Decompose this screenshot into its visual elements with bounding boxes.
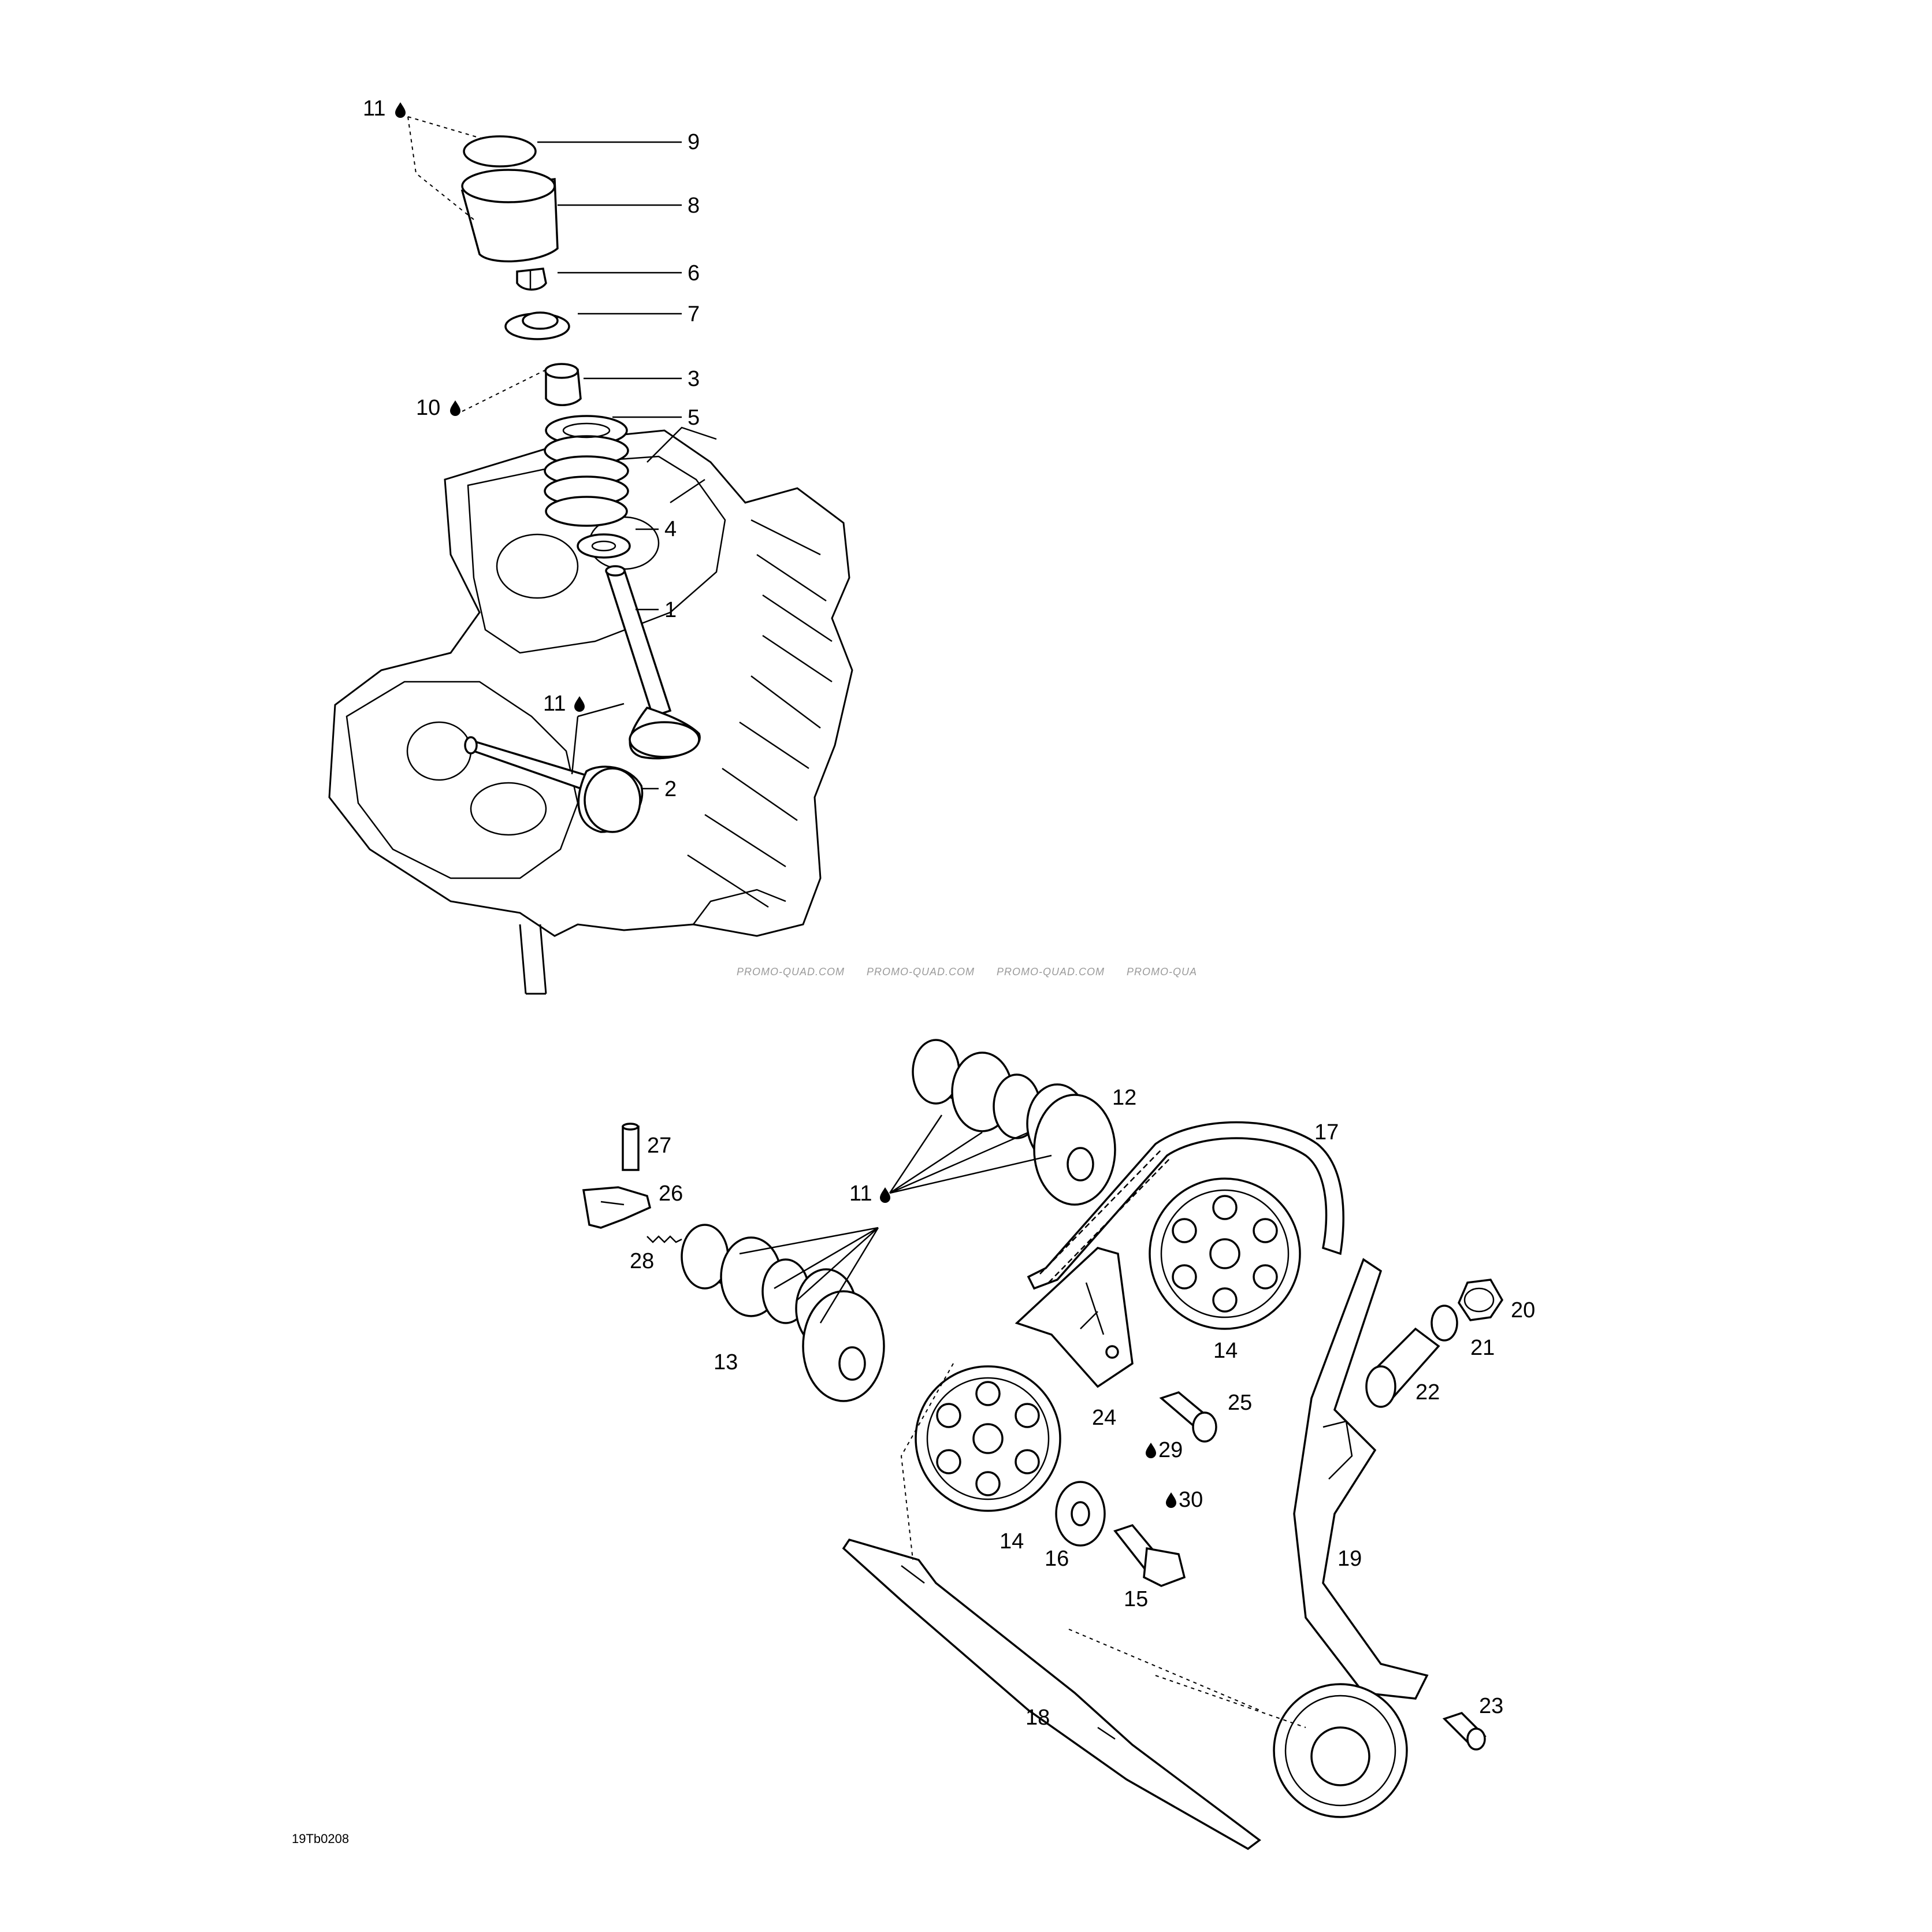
callout-1: 1 <box>664 598 677 622</box>
watermark-text: PROMO-QUAD.COM <box>867 966 975 978</box>
chain-guide-upper <box>1015 1247 1134 1388</box>
oil-drop-icon <box>450 400 460 416</box>
callout-16: 16 <box>1045 1547 1069 1571</box>
oil-drop-icon <box>1166 1492 1176 1508</box>
callout-23: 23 <box>1479 1694 1503 1718</box>
watermark-text: PROMO-QUA <box>1127 966 1197 978</box>
callout-9: 9 <box>688 130 700 154</box>
oil-drop-icon <box>1146 1443 1156 1458</box>
callout-8: 8 <box>688 194 700 218</box>
valve-tappet <box>460 169 559 263</box>
chain-guide-fixed <box>842 1538 1261 1851</box>
cam-sprocket-upper <box>1149 1177 1301 1330</box>
dowel-pin <box>622 1123 640 1171</box>
callout-27: 27 <box>647 1134 671 1158</box>
callout-28: 28 <box>630 1249 654 1273</box>
callout-11: 11 <box>849 1182 872 1206</box>
sprocket-bolt <box>1113 1524 1186 1587</box>
oil-drop-icon <box>574 696 585 712</box>
valve-2 <box>464 736 644 833</box>
callout-20: 20 <box>1511 1298 1535 1322</box>
callout-30: 30 <box>1179 1488 1203 1512</box>
callout-24: 24 <box>1092 1406 1116 1430</box>
callout-14: 14 <box>1000 1529 1024 1554</box>
drawing-code: 19Tb0208 <box>292 1831 349 1846</box>
callout-labels: 9 8 6 7 3 5 4 1 2 11 10 11 12 11 17 27 2… <box>363 96 1535 1730</box>
callout-22: 22 <box>1415 1380 1440 1405</box>
decompressor-lever <box>582 1186 652 1229</box>
callout-11: 11 <box>363 96 385 121</box>
callout-21: 21 <box>1470 1336 1495 1360</box>
chain-tensioner-guide <box>1293 1258 1429 1700</box>
callout-25: 25 <box>1228 1391 1252 1415</box>
leader-lines-top <box>407 116 682 790</box>
guide-stud <box>1442 1711 1487 1751</box>
valve-stem-seal <box>544 363 582 406</box>
cam-sprocket-lower <box>915 1365 1061 1512</box>
callout-10: 10 <box>416 396 440 420</box>
spring-retainer <box>504 311 570 340</box>
o-ring <box>1431 1305 1458 1342</box>
callout-15: 15 <box>1124 1587 1148 1611</box>
chain-tensioner <box>1365 1327 1440 1408</box>
callout-18: 18 <box>1026 1706 1050 1730</box>
callout-11: 11 <box>543 692 566 716</box>
crankshaft-sprocket <box>1273 1683 1408 1818</box>
tensioner-plug <box>1458 1279 1504 1321</box>
guide-bolt <box>1159 1391 1217 1443</box>
decompressor-spring <box>647 1235 682 1243</box>
camshaft-12 <box>912 1039 1116 1206</box>
callout-5: 5 <box>688 406 700 430</box>
callout-19: 19 <box>1337 1547 1362 1571</box>
callout-17: 17 <box>1314 1120 1339 1145</box>
callout-3: 3 <box>688 367 700 391</box>
watermark-text: PROMO-QUAD.COM <box>997 966 1105 978</box>
callout-12: 12 <box>1112 1086 1136 1110</box>
valve-spring <box>544 415 629 527</box>
watermark-text: PROMO-QUAD.COM <box>737 966 845 978</box>
chain-path-lines <box>900 1363 1306 1728</box>
callout-2: 2 <box>664 777 677 801</box>
callout-6: 6 <box>688 261 700 285</box>
oil-drop-icon <box>395 102 406 118</box>
valve-shim <box>463 135 537 168</box>
callout-13: 13 <box>714 1350 738 1374</box>
watermark: PROMO-QUAD.COM PROMO-QUAD.COM PROMO-QUAD… <box>737 966 1197 978</box>
sprocket-washer <box>1055 1481 1106 1547</box>
oil-drop-icon <box>880 1187 890 1203</box>
callout-7: 7 <box>688 302 700 326</box>
camshaft-13 <box>681 1224 885 1402</box>
callout-26: 26 <box>659 1182 683 1206</box>
callout-29: 29 <box>1158 1438 1183 1462</box>
lube-leaders-cams <box>739 1114 1052 1324</box>
valve-cotter <box>516 267 547 291</box>
timing-chain <box>1027 1121 1344 1290</box>
callout-4: 4 <box>664 517 677 541</box>
callout-14: 14 <box>1213 1339 1238 1363</box>
spring-seat <box>577 533 631 559</box>
valve-1 <box>605 565 701 760</box>
